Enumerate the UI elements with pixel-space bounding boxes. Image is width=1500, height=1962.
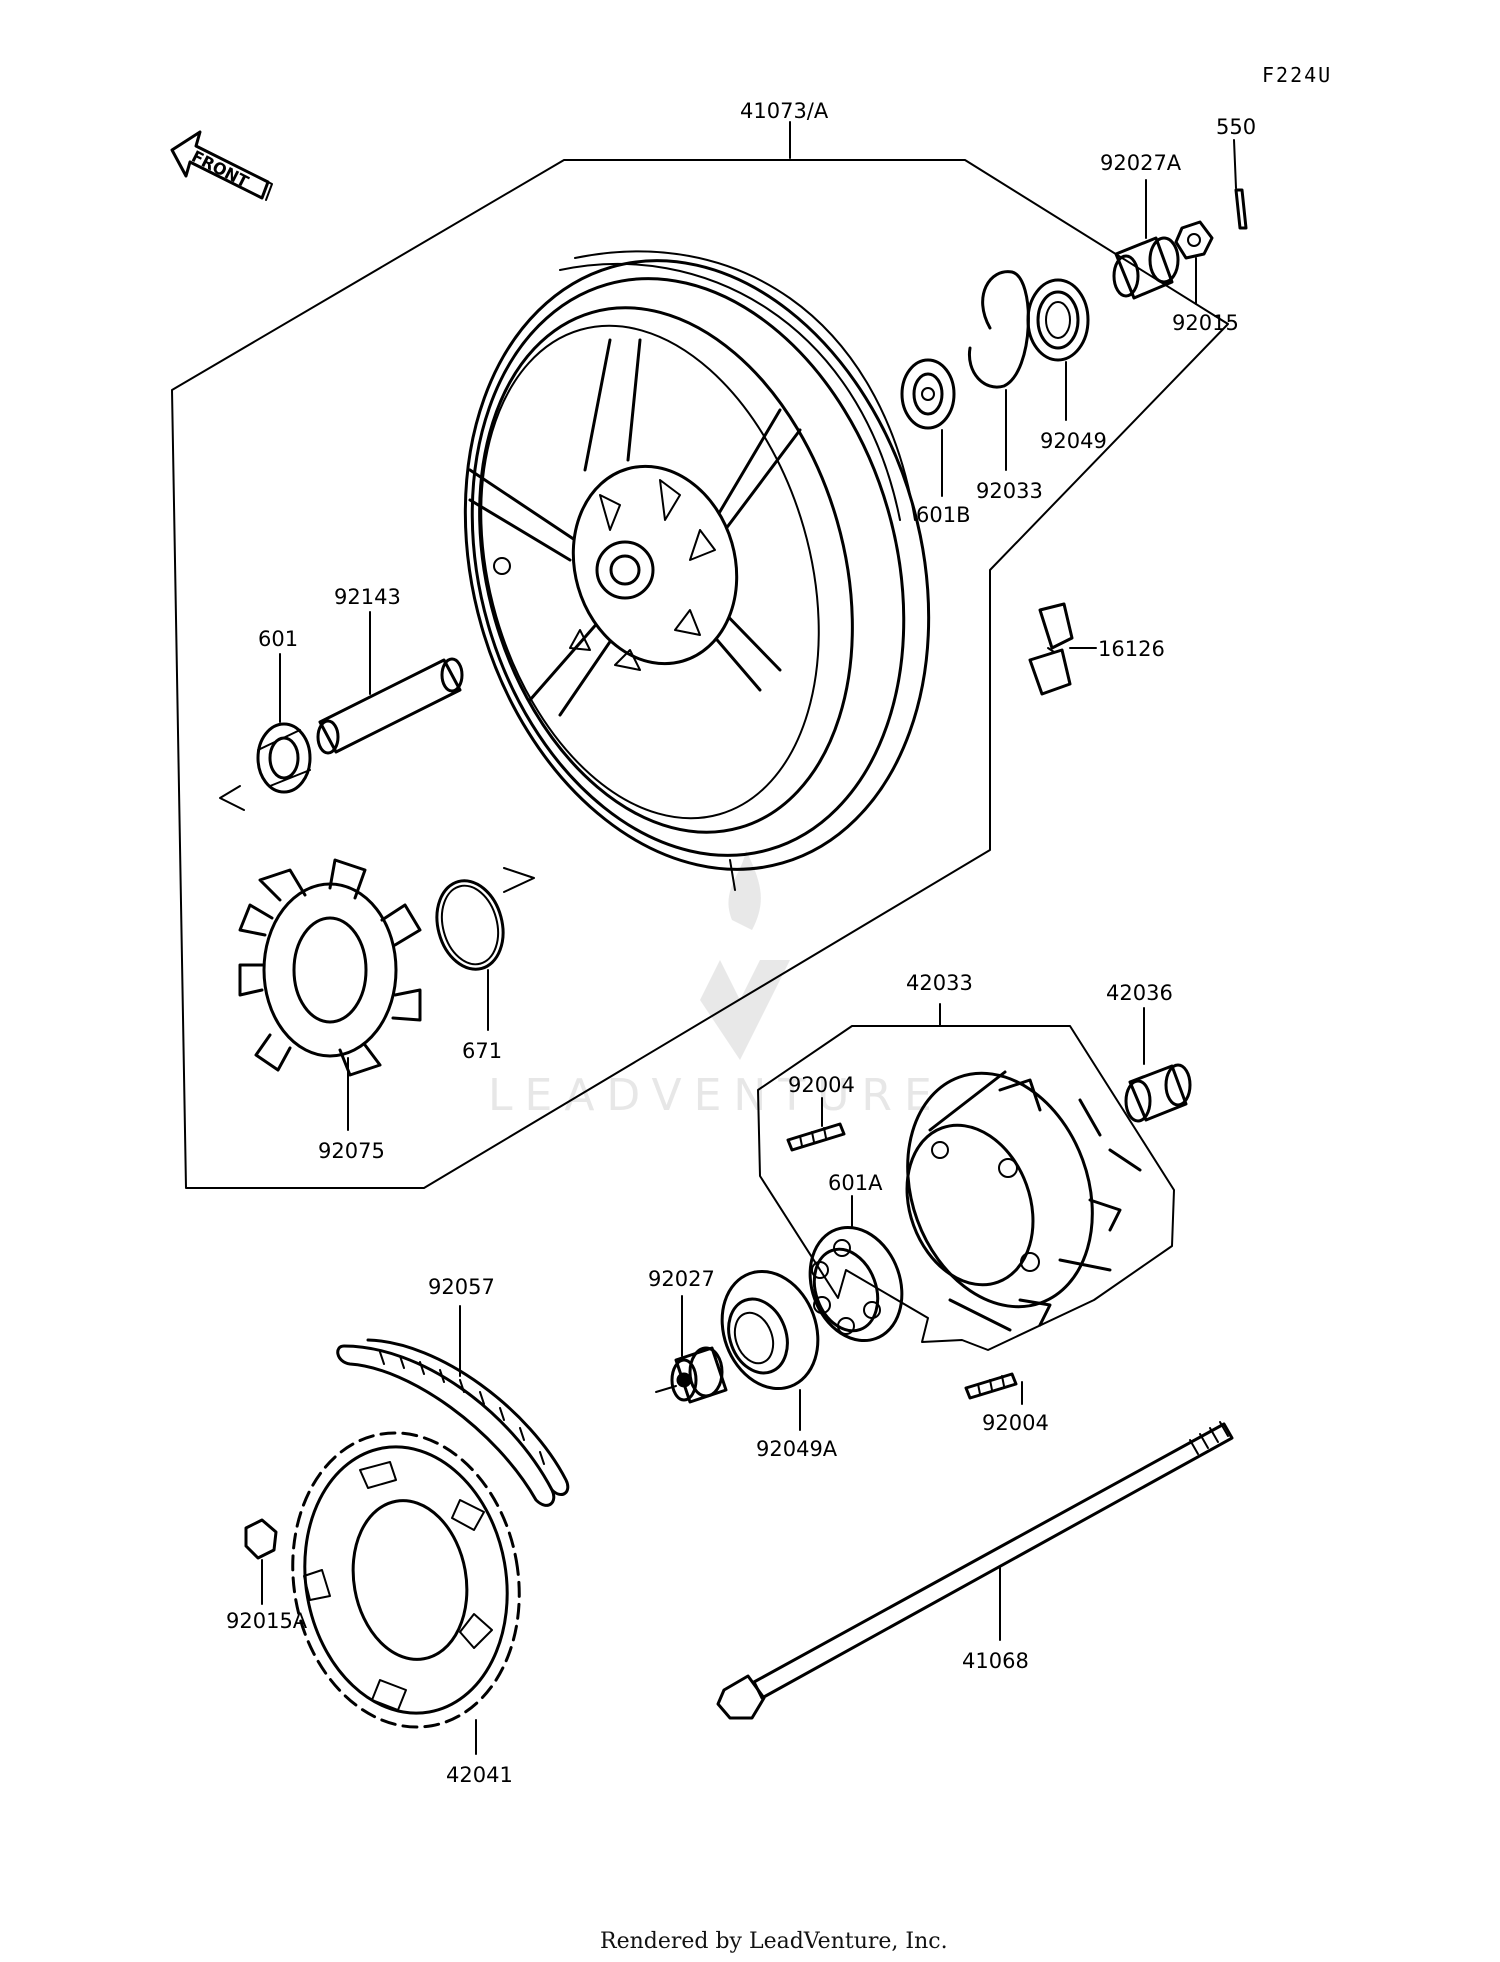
part-label-41068: 41068	[962, 1649, 1029, 1673]
part-label-601: 601	[258, 627, 298, 651]
part-601B: 601B	[900, 358, 971, 527]
part-671: 671	[435, 867, 535, 1063]
part-label-671: 671	[462, 1039, 502, 1063]
footer-credit: Rendered by LeadVenture, Inc.	[600, 1929, 948, 1954]
part-label-42041: 42041	[446, 1763, 513, 1787]
part-label-92027: 92027	[648, 1267, 715, 1291]
part-92049: 92049	[1026, 278, 1107, 453]
part-label-16126: 16126	[1098, 637, 1165, 661]
part-label-92015: 92015	[1172, 311, 1239, 335]
part-92004-upper: 92004	[786, 1073, 855, 1152]
part-92015: 92015	[1172, 220, 1239, 335]
front-arrow-icon: FRONT	[170, 130, 273, 201]
wheel-assembly-frame	[171, 159, 1229, 1189]
part-label-92049: 92049	[1040, 429, 1107, 453]
part-92027A: 92027A	[1100, 151, 1182, 300]
part-label-601A: 601A	[828, 1171, 883, 1195]
diagram-code: F224U	[1262, 63, 1332, 87]
part-92075: 92075	[238, 858, 422, 1163]
part-92049A: 92049A	[720, 1269, 838, 1461]
part-label-92027A: 92027A	[1100, 151, 1182, 175]
front-arrow-label: FRONT	[189, 147, 252, 192]
part-601: 601	[219, 627, 312, 811]
rear-wheel-rim	[463, 250, 931, 891]
part-label-550: 550	[1216, 115, 1256, 139]
part-92015A: 92015A	[226, 1518, 308, 1633]
part-16126: 16126	[1028, 602, 1165, 696]
part-label-42036: 42036	[1106, 981, 1173, 1005]
part-label-92004-lower: 92004	[982, 1411, 1049, 1435]
part-label-41073A: 41073/A	[740, 99, 829, 123]
part-label-92033: 92033	[976, 479, 1043, 503]
part-92033: 92033	[967, 270, 1043, 503]
part-92057: 92057	[336, 1275, 570, 1507]
hub-assembly-frame	[757, 1025, 1175, 1351]
part-92143: 92143	[316, 585, 464, 755]
part-label-92015A: 92015A	[226, 1609, 308, 1633]
leadventure-watermark: LEADVENTURE	[488, 850, 944, 1121]
part-label-92004-upper: 92004	[788, 1073, 855, 1097]
part-42033: 42033	[905, 971, 1142, 1332]
part-label-92143: 92143	[334, 585, 401, 609]
part-label-92049A: 92049A	[756, 1437, 838, 1461]
part-92004-lower: 92004	[964, 1372, 1049, 1435]
watermark-brand: LEADVENTURE	[488, 1070, 944, 1121]
part-42041: 42041	[291, 1431, 521, 1787]
part-label-601B: 601B	[916, 503, 971, 527]
part-601A: 601A	[808, 1171, 904, 1343]
part-41068: 41068	[716, 1421, 1234, 1720]
part-label-42033: 42033	[906, 971, 973, 995]
part-550: 550	[1216, 115, 1256, 230]
part-42036: 42036	[1106, 981, 1192, 1123]
part-41073A: 41073/A	[740, 99, 829, 159]
part-92027: 92027	[648, 1267, 728, 1404]
part-label-92057: 92057	[428, 1275, 495, 1299]
part-label-92075: 92075	[318, 1139, 385, 1163]
